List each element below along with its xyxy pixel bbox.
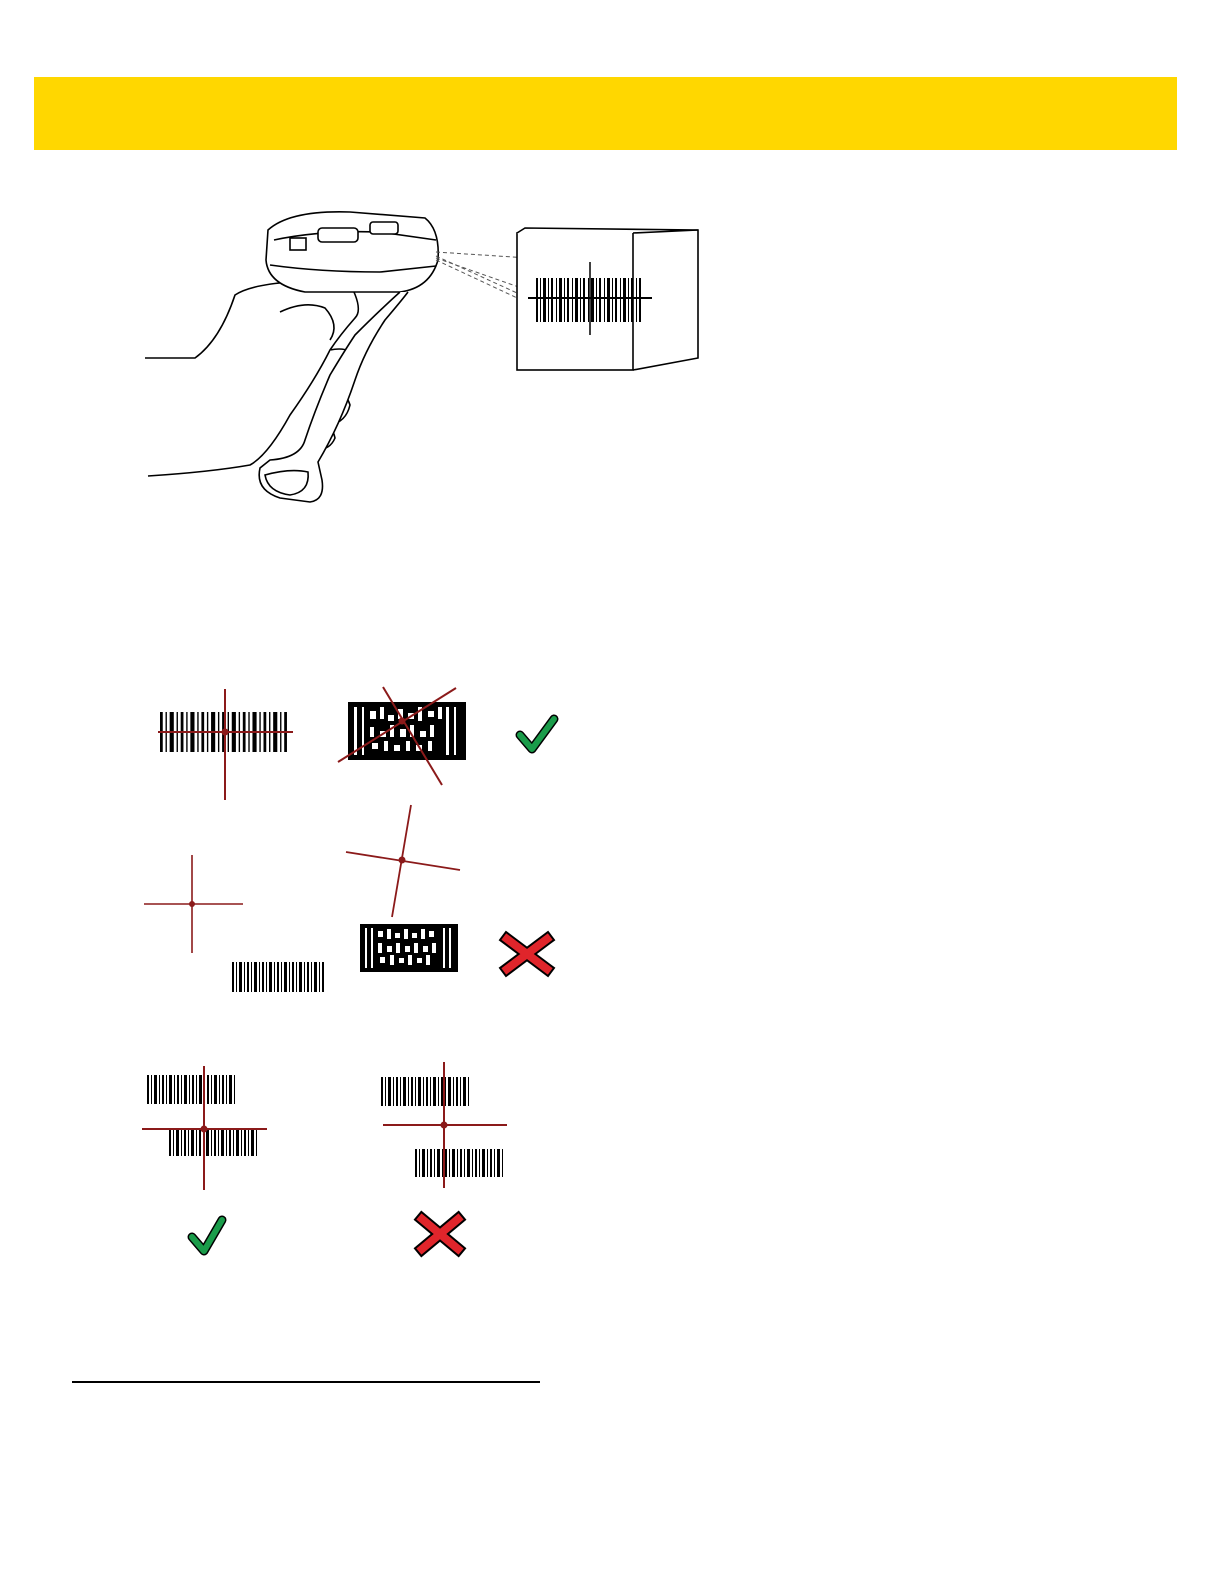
aim-crosshair-off-target (144, 855, 243, 953)
cross-icon (507, 939, 547, 969)
check-icon (520, 719, 554, 749)
pick-list-barcodes-correct (147, 1075, 257, 1156)
check-icon (192, 1220, 222, 1251)
aiming-pick-list-figure (140, 1060, 520, 1260)
aim-crosshair-tilted-off-target (346, 805, 460, 917)
pick-list-crosshair-incorrect (383, 1062, 507, 1188)
barcode-2d-off-target (360, 924, 458, 972)
scanner-aiming-figure (140, 200, 720, 510)
aiming-single-figure (140, 685, 570, 995)
pick-list-crosshair-correct (142, 1066, 267, 1190)
aim-crosshair (158, 689, 293, 800)
cross-icon (422, 1219, 458, 1249)
footnote-rule (72, 1381, 540, 1383)
header-band (34, 77, 1177, 150)
barcode-2d-centered (348, 702, 466, 760)
barcode-1d-off-target (232, 962, 324, 992)
